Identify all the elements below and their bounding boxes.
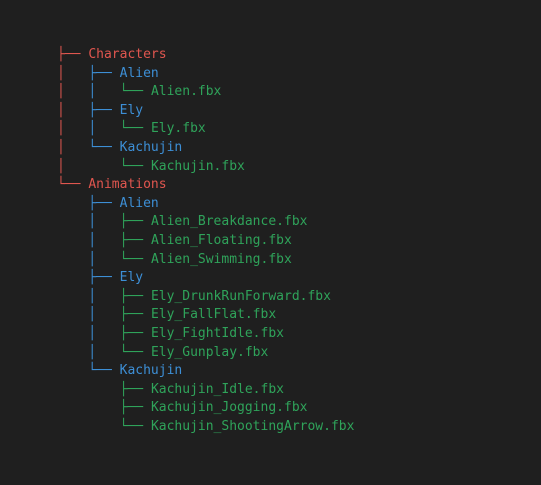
file-ely-fallflat[interactable]: Ely_FallFlat.fbx [150, 307, 277, 323]
file-kachujin-jogging[interactable]: Kachujin_Jogging.fbx [150, 400, 308, 416]
file-kachujin-fbx[interactable]: Kachujin.fbx [150, 158, 245, 174]
tree-row-animations-ely[interactable]: ├── Ely [57, 270, 144, 286]
tree-row-characters-kachujin[interactable]: │ └── Kachujin [57, 139, 183, 155]
tree-row-file[interactable]: ├── Kachujin_Idle.fbx [119, 381, 284, 397]
file-alien-fbx[interactable]: Alien.fbx [150, 84, 222, 100]
file-ely-fightidle[interactable]: Ely_FightIdle.fbx [150, 325, 284, 341]
tree-row-file[interactable]: │ ├── Alien_Floating.fbx [57, 232, 292, 248]
tree-row-file[interactable]: │ ├── Ely_DrunkRunForward.fbx [57, 288, 331, 304]
tree-row-animations-alien[interactable]: ├── Alien [57, 195, 159, 211]
tree-row-characters-ely[interactable]: │ ├── Ely [57, 102, 144, 118]
tree-row-file[interactable]: │ ├── Ely_FightIdle.fbx [57, 325, 284, 341]
file-tree: ├── Characters │ ├── Alien │ │ └── Alien.f… [57, 46, 354, 436]
file-ely-drunkrunforward[interactable]: Ely_DrunkRunForward.fbx [150, 288, 331, 304]
tree-row-file[interactable]: │ └── Kachujin.fbx [57, 158, 245, 174]
tree-row-file[interactable]: │ │ └── Ely.fbx [57, 121, 206, 137]
tree-row-file[interactable]: │ ├── Alien_Breakdance.fbx [57, 214, 308, 230]
tree-row-characters-alien[interactable]: │ ├── Alien [57, 65, 159, 81]
folder-animations-ely[interactable]: Ely [119, 270, 144, 286]
file-alien-swimming[interactable]: Alien_Swimming.fbx [150, 251, 292, 267]
folder-characters-alien[interactable]: Alien [119, 65, 159, 81]
tree-row-file[interactable]: │ │ └── Alien.fbx [57, 84, 222, 100]
tree-row-file[interactable]: │ └── Ely_Gunplay.fbx [57, 344, 269, 360]
tree-row-file[interactable]: └── Kachujin_ShootingArrow.fbx [119, 418, 355, 434]
file-kachujin-idle[interactable]: Kachujin_Idle.fbx [150, 381, 284, 397]
file-ely-fbx[interactable]: Ely.fbx [150, 121, 206, 137]
tree-row-animations[interactable]: └── Animations [57, 177, 167, 193]
tree-row-file[interactable]: │ └── Alien_Swimming.fbx [57, 251, 292, 267]
file-alien-floating[interactable]: Alien_Floating.fbx [150, 232, 292, 248]
folder-characters-ely[interactable]: Ely [119, 102, 144, 118]
tree-row-file[interactable]: ├── Kachujin_Jogging.fbx [119, 400, 308, 416]
tree-row-characters[interactable]: ├── Characters [57, 47, 167, 62]
folder-animations-alien[interactable]: Alien [119, 195, 159, 211]
tree-row-animations-kachujin[interactable]: └── Kachujin [57, 363, 183, 379]
file-ely-gunplay[interactable]: Ely_Gunplay.fbx [150, 344, 269, 360]
folder-animations-kachujin[interactable]: Kachujin [119, 363, 183, 379]
file-alien-breakdance[interactable]: Alien_Breakdance.fbx [150, 214, 308, 230]
file-kachujin-shootingarrow[interactable]: Kachujin_ShootingArrow.fbx [150, 418, 355, 434]
folder-characters-kachujin[interactable]: Kachujin [119, 139, 183, 155]
folder-characters[interactable]: Characters [88, 47, 167, 62]
tree-row-file[interactable]: │ ├── Ely_FallFlat.fbx [57, 307, 277, 323]
folder-animations[interactable]: Animations [88, 177, 167, 193]
